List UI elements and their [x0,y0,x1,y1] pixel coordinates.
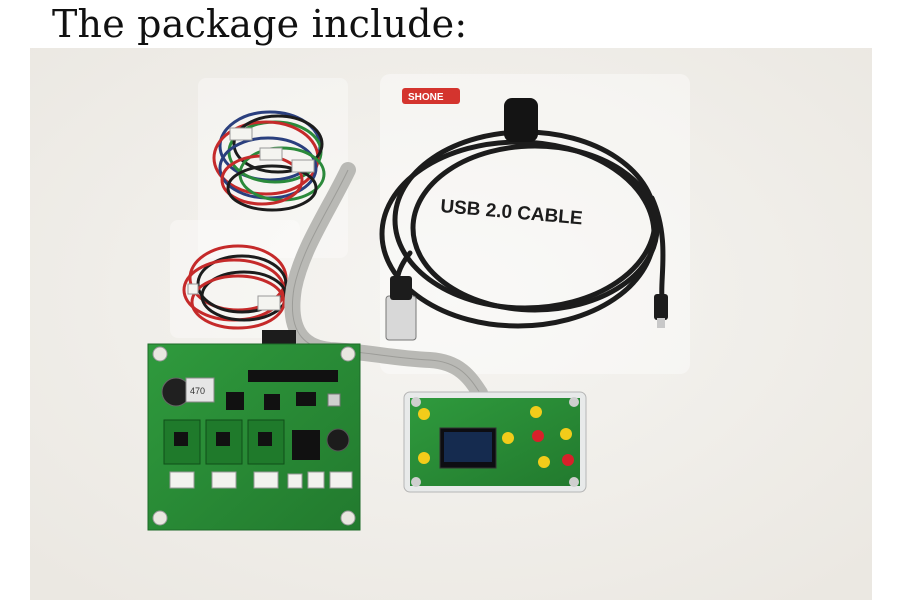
red-button [562,454,574,466]
svg-text:SHONE: SHONE [408,92,444,103]
inductor [185,377,215,403]
brand-logo: SHONE [402,88,460,104]
terminal [287,473,303,489]
usb-a-plug-body [390,276,412,300]
regulator [292,430,320,460]
wire-connector [259,147,283,161]
wire-connector [187,283,199,295]
usb-mini-tip [657,318,665,328]
yellow-button [538,456,550,468]
stepper-driver [247,419,285,465]
usb-a-plug [385,295,417,341]
svg-text:470: 470 [190,386,205,396]
terminal [307,471,325,489]
stepper-wire-bundle [212,110,326,212]
product-photo: USB 2.0 CABLE SHONE 470 [30,48,872,600]
buzzer [326,428,350,452]
chip [226,392,244,410]
terminal [329,471,353,489]
red-button [532,430,544,442]
stepper-driver [205,419,243,465]
page-title: The package include: [52,2,468,46]
wire-connector [229,127,253,141]
terminal [211,471,237,489]
wire-connector [257,295,281,311]
controller-board: 470 [147,343,361,531]
chip [264,394,280,410]
pin-header [248,370,338,382]
yellow-button [530,406,542,418]
chip [296,392,316,406]
yellow-button [560,428,572,440]
oled-screen-inner [444,432,492,462]
terminal [169,471,195,489]
usb-port [327,393,341,407]
yellow-button [502,432,514,444]
terminal [253,471,279,489]
usb-mini-plug [654,294,668,320]
stepper-driver [163,419,201,465]
yellow-button [418,452,430,464]
wire-connector [291,159,315,173]
offline-controller [403,391,587,493]
yellow-button [418,408,430,420]
ferrite-bead [504,98,538,142]
